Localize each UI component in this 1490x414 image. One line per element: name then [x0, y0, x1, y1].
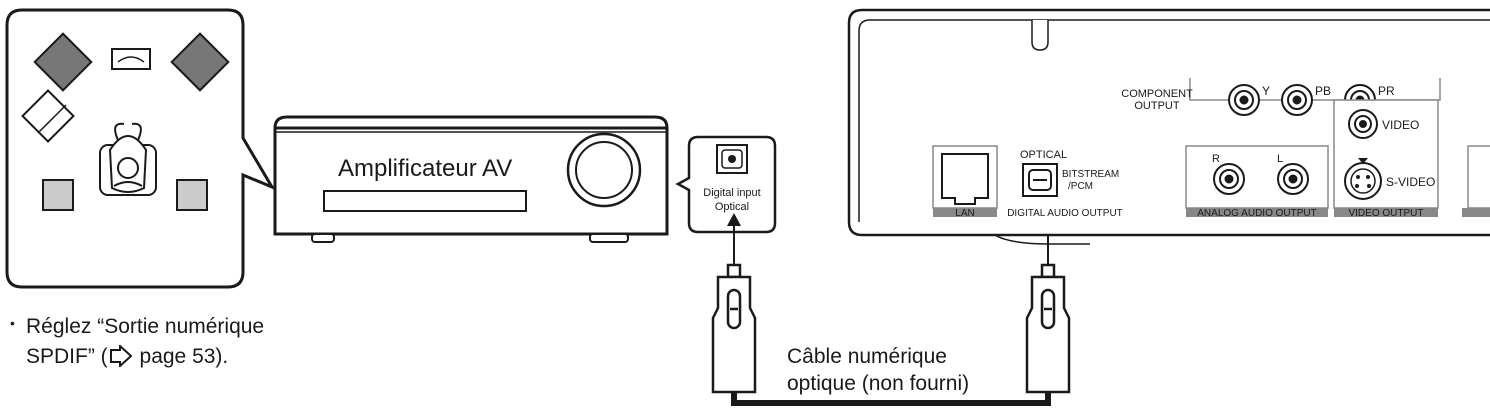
component-y-label: Y [1262, 84, 1270, 98]
input-label-line2: Optical [715, 201, 749, 213]
lan-port-icon [932, 145, 998, 209]
component-y-jack-icon [1228, 84, 1260, 116]
component-pb-jack-icon [1281, 84, 1313, 116]
surround-right-speaker-icon [176, 179, 208, 211]
listener-icon [99, 122, 157, 196]
input-label-line1: Digital input [703, 187, 760, 199]
settings-note: • Réglez “Sortie numérique SPDIF” ( page… [10, 312, 265, 372]
left-cable-plug-icon [711, 263, 757, 394]
note-bullet: • [10, 315, 15, 331]
optical-label: OPTICAL [1020, 149, 1067, 161]
optical-cable: Câble numérique optique (non fourni) [711, 213, 1071, 406]
amplifier-label: Amplificateur AV [338, 155, 512, 182]
front-right-speaker-icon [170, 32, 230, 92]
optical-input-jack-icon [716, 144, 748, 174]
video-output-label: VIDEO OUTPUT [1348, 208, 1423, 219]
s-video-label: S-VIDEO [1386, 175, 1435, 189]
page-reference-arrow-icon [109, 345, 133, 367]
analog-audio-output-label: ANALOG AUDIO OUTPUT [1197, 208, 1316, 219]
center-speaker-icon [111, 48, 151, 70]
right-cable-plug-icon [1025, 263, 1071, 394]
bitstream-line2: /PCM [1068, 181, 1093, 192]
note-line1: Réglez “Sortie numérique [26, 315, 265, 338]
analog-l-jack-icon [1277, 163, 1309, 195]
subwoofer-icon [21, 89, 75, 143]
note-line2: SPDIF” ( page 53). [26, 342, 264, 372]
player-rear-panel: COMPONENT OUTPUT Y PB PR LAN OPTICAL BIT… [847, 8, 1490, 245]
amplifier-input-callout: Digital input Optical [675, 135, 777, 234]
surround-left-speaker-icon [42, 179, 74, 211]
lan-label: LAN [955, 208, 974, 219]
s-video-jack-icon [1344, 158, 1382, 200]
digital-audio-output-label: DIGITAL AUDIO OUTPUT [1007, 208, 1123, 219]
analog-r-jack-icon [1213, 163, 1245, 195]
note-line2-end: page 53). [139, 345, 229, 368]
amplifier-display [323, 190, 527, 212]
av-amplifier: Amplificateur AV [273, 115, 669, 243]
component-pr-label: PR [1378, 84, 1395, 98]
analog-l-label: L [1277, 153, 1283, 165]
speaker-layout-callout [5, 8, 276, 289]
component-pb-label: PB [1315, 84, 1331, 98]
optical-output-jack-icon [1022, 163, 1058, 197]
component-output-line1: COMPONENT [1121, 88, 1193, 100]
cable-label-line1: Câble numérique [787, 345, 947, 368]
bitstream-line1: BITSTREAM [1062, 169, 1119, 180]
cable-label-line2: optique (non fourni) [787, 372, 969, 395]
component-output-line2: OUTPUT [1134, 100, 1180, 112]
video-jack-icon [1348, 109, 1378, 139]
front-left-speaker-icon [33, 32, 93, 92]
video-label: VIDEO [1382, 118, 1419, 132]
note-line2-start: SPDIF” ( [26, 345, 108, 368]
analog-r-label: R [1212, 153, 1220, 165]
